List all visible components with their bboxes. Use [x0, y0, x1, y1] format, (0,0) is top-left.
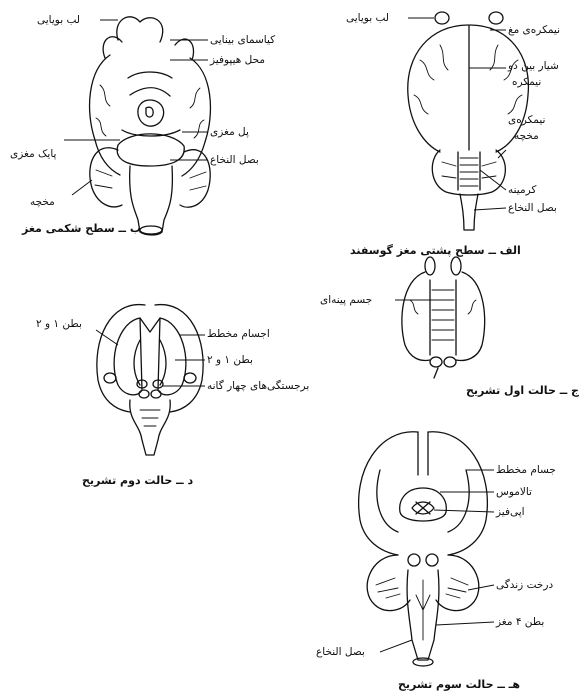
label-a-cerebellar-hemisphere-line1: نیمکره‌ی: [508, 114, 545, 126]
label-d-ventricle-left: بطن ۱ و ۲: [36, 318, 82, 330]
label-e-striate: جسام مخطط: [496, 464, 556, 476]
label-e-medulla: بصل النخاع: [316, 646, 365, 658]
dissection1-drawing: [395, 257, 485, 378]
label-d-quadrigemina: برجستگی‌های چهار گانه: [207, 380, 309, 392]
label-b-medulla: بصل النخاع: [210, 154, 259, 166]
caption-a: الف ــ سطح پشتی مغز گوسفند: [350, 244, 521, 257]
ventral-brain-drawing: [64, 17, 210, 235]
dissection2-drawing: [96, 305, 205, 455]
label-b-hypophysis-site: محل هیپوفیز: [210, 54, 265, 66]
label-e-arbor-vitae: درخت زندگی: [496, 579, 553, 591]
caption-e: هـ ــ حالت سوم تشریح: [398, 678, 520, 691]
label-b-cerebellum: مخچه: [30, 196, 55, 208]
label-a-vermis: کرمینه: [508, 184, 536, 196]
label-b-pons: پل مغزی: [210, 126, 249, 138]
caption-b: ب ــ سطح شکمی مغز: [22, 222, 141, 235]
label-e-epiphysis: اپی‌فیز: [496, 506, 525, 518]
caption-c: ج ــ حالت اول تشریح: [466, 384, 579, 397]
label-c-pineal: جسم پینه‌ای: [320, 294, 372, 306]
dissection3-drawing: [359, 432, 494, 666]
label-b-cerebral-peduncle: پایک مغزی: [10, 148, 56, 160]
label-b-optic-chiasm: کیاسمای بینایی: [210, 34, 275, 46]
caption-d: د ــ حالت دوم تشریح: [82, 474, 193, 487]
label-a-fissure-line2: نیمکره: [512, 76, 541, 88]
label-e-ventricle4: بطن ۴ مغز: [496, 616, 544, 628]
label-e-thalamus: تالاموس: [496, 486, 532, 498]
label-a-fissure-line1: شیار بین دو: [508, 60, 559, 72]
label-d-striate: اجسام مخطط: [207, 328, 270, 340]
label-a-olfactory-lobe: لب بویایی: [346, 12, 389, 24]
label-d-ventricle-right: بطن ۱ و ۲: [207, 354, 253, 366]
label-a-cerebellar-hemisphere-line2: مخچه: [514, 130, 539, 142]
label-a-hemisphere: نیمکره‌ی مغ: [508, 24, 560, 36]
label-b-olfactory-lobe: لب بویایی: [37, 14, 80, 26]
label-a-medulla: بصل النخاع: [508, 202, 557, 214]
